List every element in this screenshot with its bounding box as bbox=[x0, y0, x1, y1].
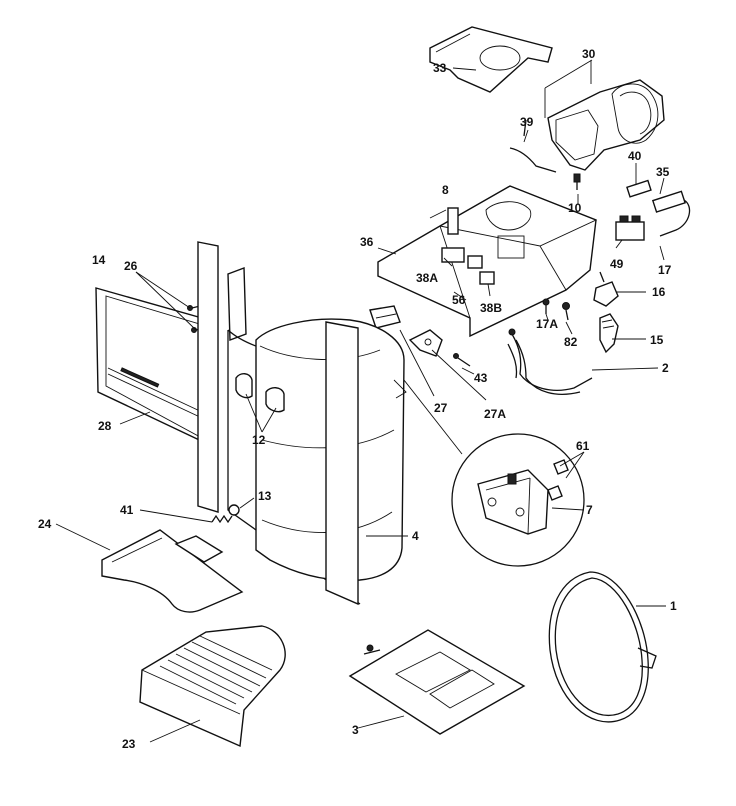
part-23-grille bbox=[139, 625, 286, 748]
label-14: 14 bbox=[92, 253, 106, 267]
label-3: 3 bbox=[352, 723, 359, 737]
label-16: 16 bbox=[652, 285, 666, 299]
label-36: 36 bbox=[360, 235, 374, 249]
inset-detail bbox=[403, 379, 585, 567]
part-2-wire-harness bbox=[507, 328, 593, 395]
label-28: 28 bbox=[98, 419, 112, 433]
part-labels: 33 30 39 40 35 8 10 36 49 17 14 26 38A 5… bbox=[38, 47, 677, 751]
label-35: 35 bbox=[656, 165, 670, 179]
part-33-cover-plate bbox=[429, 26, 553, 93]
part-40-solenoid bbox=[626, 179, 691, 237]
label-61: 61 bbox=[576, 439, 590, 453]
label-2: 2 bbox=[662, 361, 669, 375]
label-27a: 27A bbox=[484, 407, 506, 421]
label-1: 1 bbox=[670, 599, 677, 613]
label-41: 41 bbox=[120, 503, 134, 517]
part-10-fastener bbox=[573, 173, 581, 190]
part-49-switch bbox=[615, 215, 645, 241]
label-10: 10 bbox=[568, 201, 582, 215]
part-16-socket bbox=[593, 271, 619, 307]
label-30: 30 bbox=[582, 47, 596, 61]
hinge-plate bbox=[197, 241, 247, 513]
part-17a-screw bbox=[542, 298, 550, 314]
label-15: 15 bbox=[650, 333, 664, 347]
part-4-housing bbox=[227, 318, 407, 606]
part-82-screw bbox=[562, 302, 570, 321]
part-27a-bracket bbox=[408, 329, 443, 357]
part-39-lever bbox=[509, 119, 557, 173]
label-26: 26 bbox=[124, 259, 138, 273]
label-33: 33 bbox=[433, 61, 447, 75]
label-7: 7 bbox=[586, 503, 593, 517]
label-38b: 38B bbox=[480, 301, 502, 315]
label-17a: 17A bbox=[536, 317, 558, 331]
part-1-gasket bbox=[548, 571, 657, 723]
part-15-bulb bbox=[599, 313, 619, 354]
label-40: 40 bbox=[628, 149, 642, 163]
label-4: 4 bbox=[412, 529, 419, 543]
label-8: 8 bbox=[442, 183, 449, 197]
leader-lines bbox=[55, 59, 666, 743]
label-43: 43 bbox=[474, 371, 488, 385]
label-38a: 38A bbox=[416, 271, 438, 285]
part-30-chute bbox=[547, 79, 665, 171]
part-27-bracket bbox=[369, 305, 401, 329]
label-82: 82 bbox=[564, 335, 578, 349]
label-56: 56 bbox=[452, 293, 466, 307]
part-12-clips bbox=[235, 373, 285, 413]
part-43-screw bbox=[453, 353, 471, 367]
part-36-housing bbox=[377, 185, 598, 338]
label-39: 39 bbox=[520, 115, 534, 129]
part-13-spring bbox=[211, 504, 240, 524]
part-24-drip-tray bbox=[101, 529, 244, 613]
label-49: 49 bbox=[610, 257, 624, 271]
label-17: 17 bbox=[658, 263, 672, 277]
label-12: 12 bbox=[252, 433, 266, 447]
part-3-heater bbox=[348, 629, 526, 735]
label-23: 23 bbox=[122, 737, 136, 751]
label-27: 27 bbox=[434, 401, 448, 415]
label-24: 24 bbox=[38, 517, 52, 531]
label-13: 13 bbox=[258, 489, 272, 503]
